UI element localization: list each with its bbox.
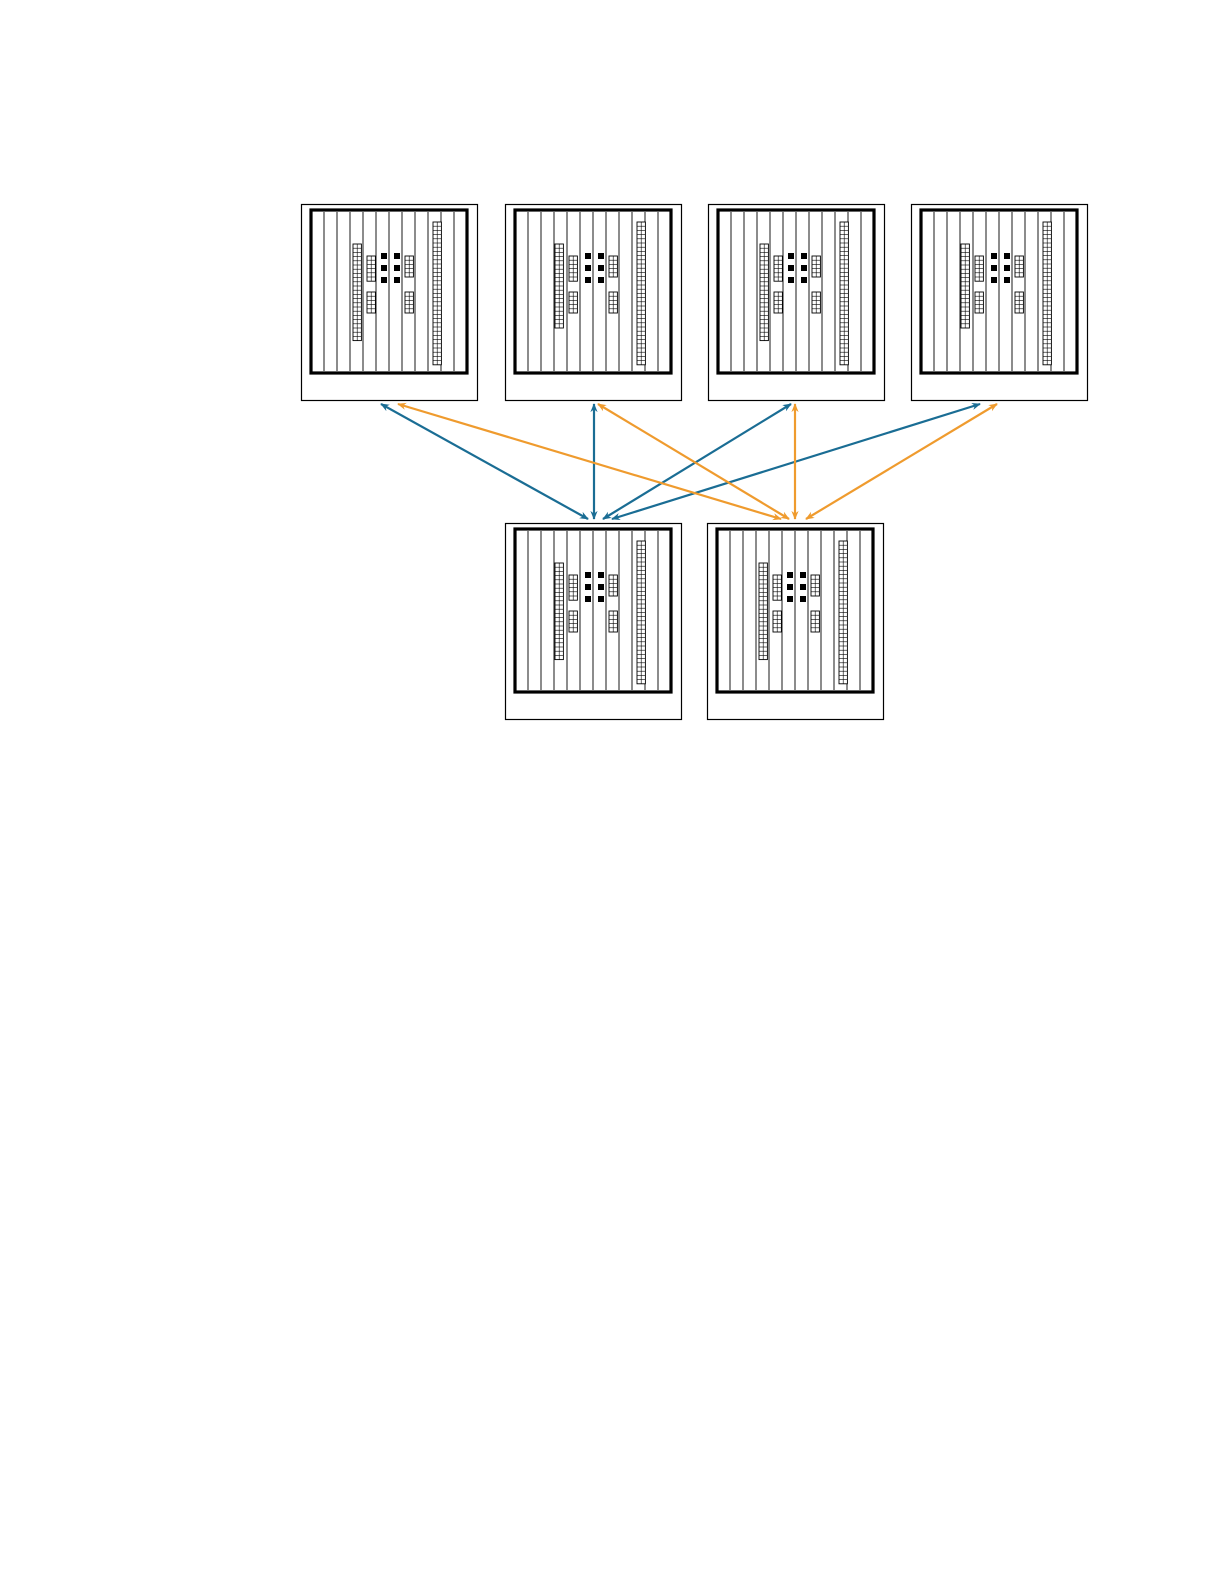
link-leaf-1-spine-2 <box>398 404 781 519</box>
chassis-switch-icon <box>708 524 884 720</box>
chassis-switch-icon <box>506 524 682 720</box>
chassis-switch-icon <box>506 205 682 401</box>
link-leaf-2-spine-2 <box>598 404 789 519</box>
link-leaf-1-spine-1 <box>381 404 588 519</box>
link-leaf-3-spine-1 <box>603 404 791 519</box>
chassis-switch-icon <box>912 205 1088 401</box>
chassis-switch-icon <box>302 205 478 401</box>
chassis-switch-icon <box>709 205 885 401</box>
links-layer <box>381 404 997 519</box>
link-leaf-4-spine-2 <box>806 404 997 519</box>
